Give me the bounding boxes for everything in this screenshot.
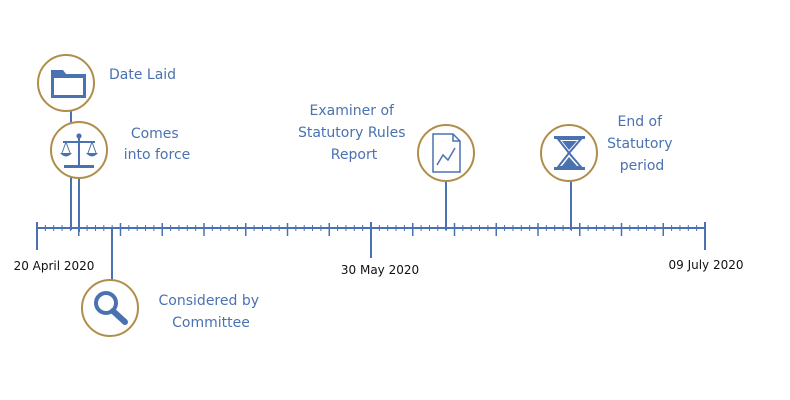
hourglass-icon xyxy=(554,136,585,170)
examiner-label-line-3: Report xyxy=(331,147,378,163)
event-examiner-report: Examiner of Statutory Rules Report xyxy=(298,103,475,182)
event-considered-by-committee: Considered by Committee xyxy=(81,279,264,337)
end-period-label-line-1: End of xyxy=(617,114,663,130)
considered-circle xyxy=(81,279,139,337)
considered-label-line-1: Considered by xyxy=(159,293,259,309)
examiner-label: Examiner of Statutory Rules Report xyxy=(298,103,410,163)
end-period-label-line-3: period xyxy=(620,158,665,174)
axis-mid-label: 30 May 2020 xyxy=(341,263,419,277)
comes-into-force-label: Comes into force xyxy=(124,126,191,163)
date-laid-label: Date Laid xyxy=(109,67,176,83)
comes-into-force-label-line-2: into force xyxy=(124,147,191,163)
end-period-label-line-2: Statutory xyxy=(607,136,672,152)
examiner-label-line-1: Examiner of xyxy=(310,103,395,119)
examiner-label-line-2: Statutory Rules xyxy=(298,125,406,141)
axis-start-label: 20 April 2020 xyxy=(14,259,95,273)
event-end-of-statutory-period: End of Statutory period xyxy=(540,114,677,182)
event-date-laid: Date Laid xyxy=(37,54,176,112)
event-comes-into-force: Comes into force xyxy=(50,121,191,179)
end-period-label: End of Statutory period xyxy=(607,114,677,174)
considered-label-line-2: Committee xyxy=(172,315,250,331)
comes-into-force-label-line-1: Comes xyxy=(131,126,179,142)
report-icon xyxy=(432,133,461,173)
axis-end-label: 09 July 2020 xyxy=(668,258,743,272)
scales-icon xyxy=(60,133,98,168)
folder-icon xyxy=(51,70,86,98)
considered-label: Considered by Committee xyxy=(159,293,264,331)
magnifier-icon xyxy=(94,291,128,325)
